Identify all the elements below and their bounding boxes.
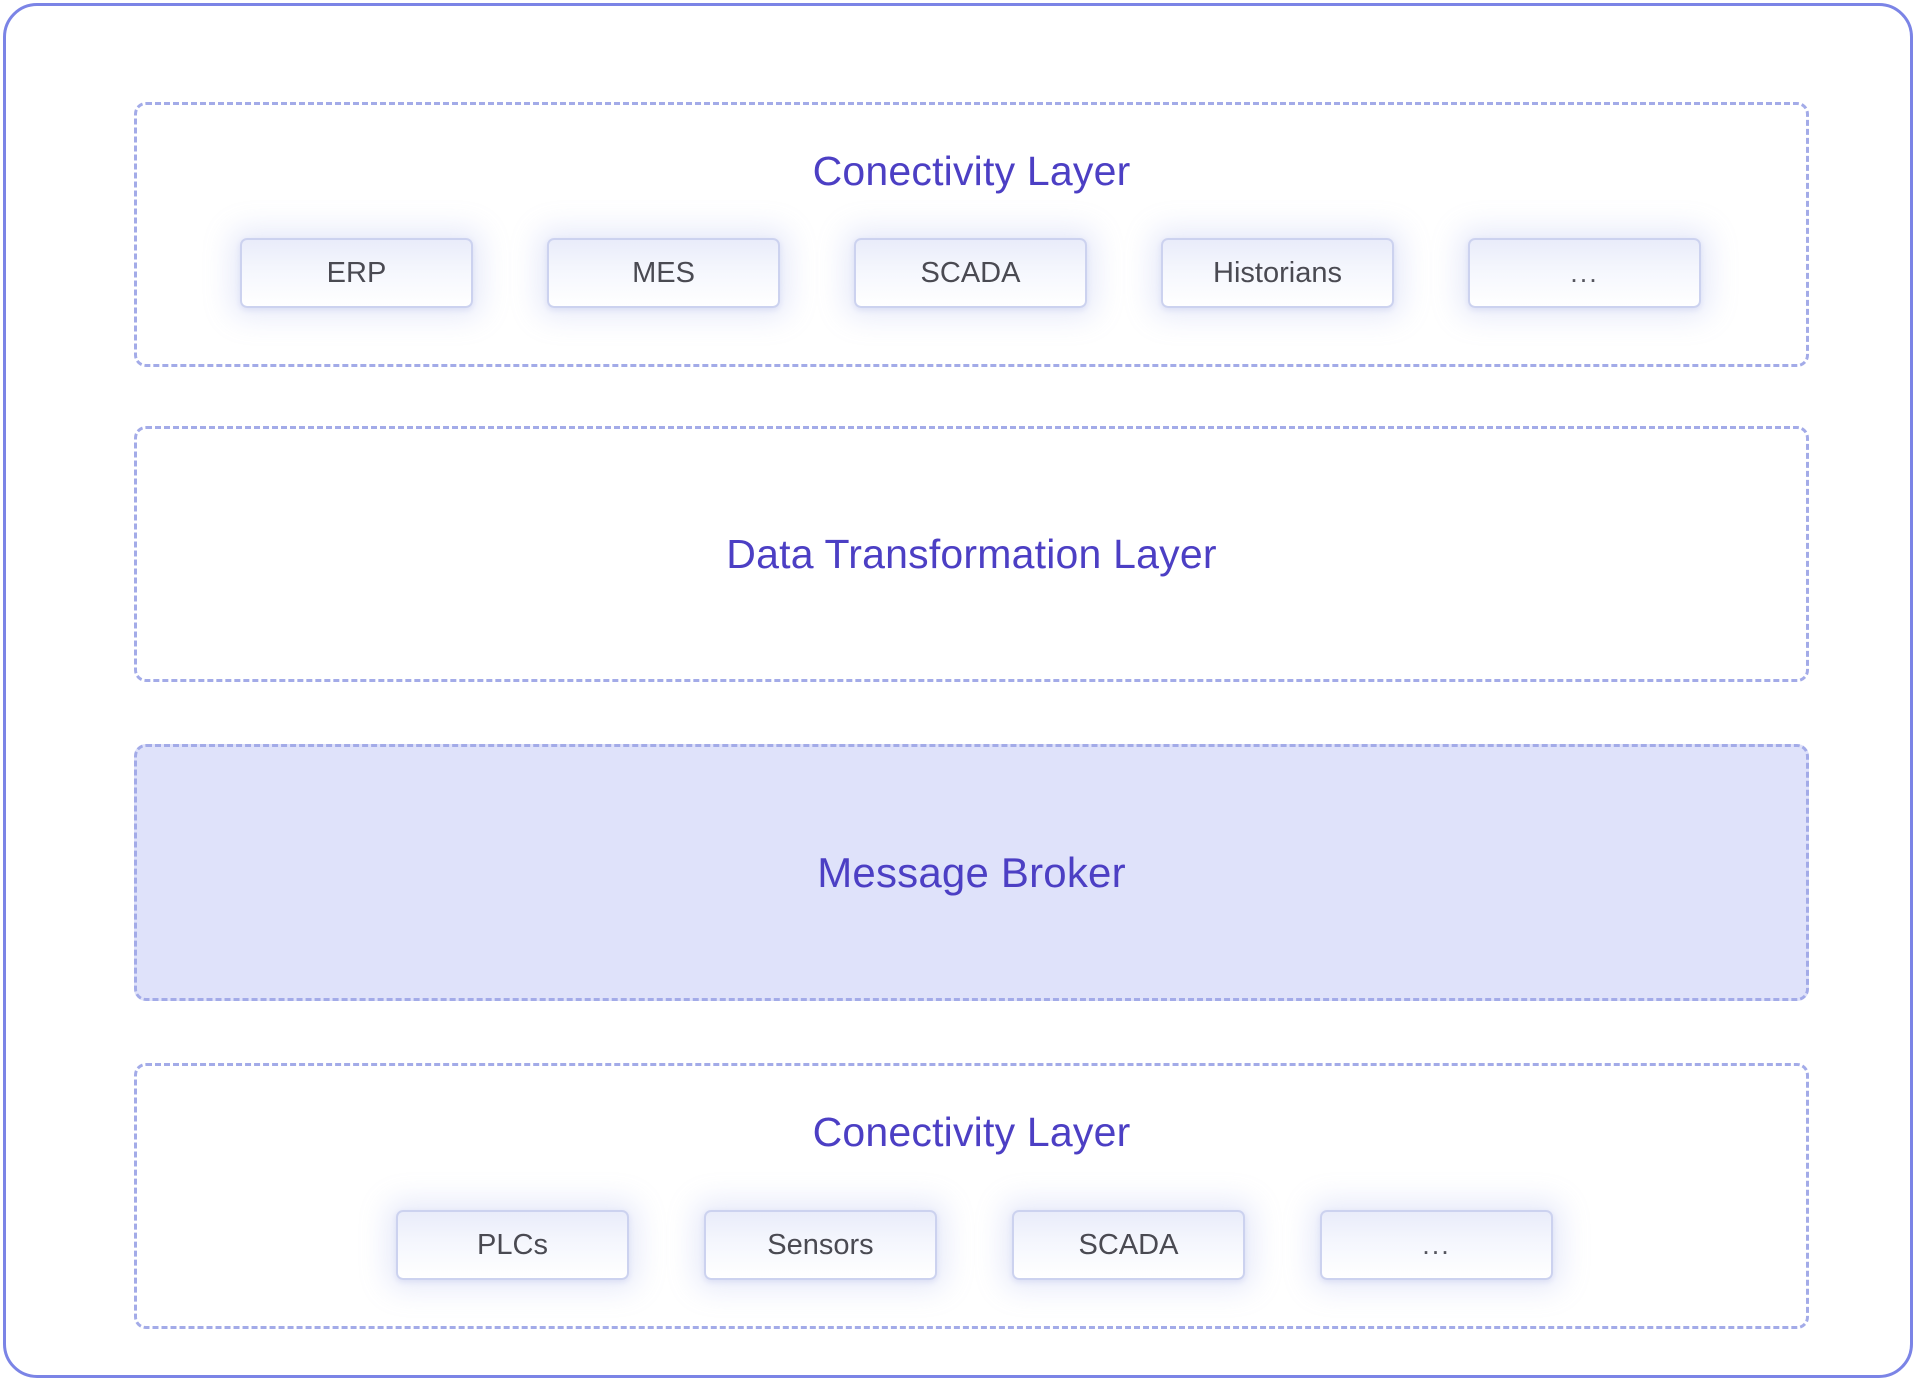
chip-label: PLCs	[477, 1228, 548, 1261]
chip-erp[interactable]: ERP	[240, 238, 473, 308]
chip-scada-top[interactable]: SCADA	[854, 238, 1087, 308]
chip-historians[interactable]: Historians	[1161, 238, 1394, 308]
chip-plcs[interactable]: PLCs	[396, 1210, 629, 1280]
chip-more-bottom[interactable]: ...	[1320, 1210, 1553, 1280]
chip-label: SCADA	[1078, 1228, 1179, 1261]
chip-row-bottom: PLCs Sensors SCADA ...	[137, 1210, 1806, 1280]
layer-connectivity-bottom[interactable]: Conectivity Layer PLCs Sensors SCADA ...	[134, 1063, 1809, 1329]
layer-data-transformation[interactable]: Data Transformation Layer	[134, 426, 1809, 682]
chip-label: Historians	[1213, 256, 1342, 289]
layer-connectivity-top[interactable]: Conectivity Layer ERP MES SCADA Historia…	[134, 102, 1809, 367]
diagram-frame: Conectivity Layer ERP MES SCADA Historia…	[3, 3, 1913, 1378]
chip-label: ...	[1422, 1229, 1451, 1260]
layer-message-broker[interactable]: Message Broker	[134, 744, 1809, 1001]
chip-row-top: ERP MES SCADA Historians ...	[137, 238, 1806, 308]
layer-title-message-broker: Message Broker	[817, 848, 1126, 896]
chip-mes[interactable]: MES	[547, 238, 780, 308]
chip-label: MES	[632, 256, 695, 289]
chip-more-top[interactable]: ...	[1468, 238, 1701, 308]
chip-label: SCADA	[920, 256, 1021, 289]
layer-stack: Conectivity Layer ERP MES SCADA Historia…	[134, 102, 1809, 1329]
chip-scada-bottom[interactable]: SCADA	[1012, 1210, 1245, 1280]
layer-title-data-transformation: Data Transformation Layer	[726, 530, 1217, 577]
chip-label: Sensors	[767, 1228, 874, 1261]
chip-label: ERP	[326, 256, 387, 289]
chip-sensors[interactable]: Sensors	[704, 1210, 937, 1280]
layer-title-connectivity-top: Conectivity Layer	[812, 148, 1131, 194]
chip-label: ...	[1570, 257, 1599, 288]
layer-title-connectivity-bottom: Conectivity Layer	[812, 1109, 1131, 1155]
